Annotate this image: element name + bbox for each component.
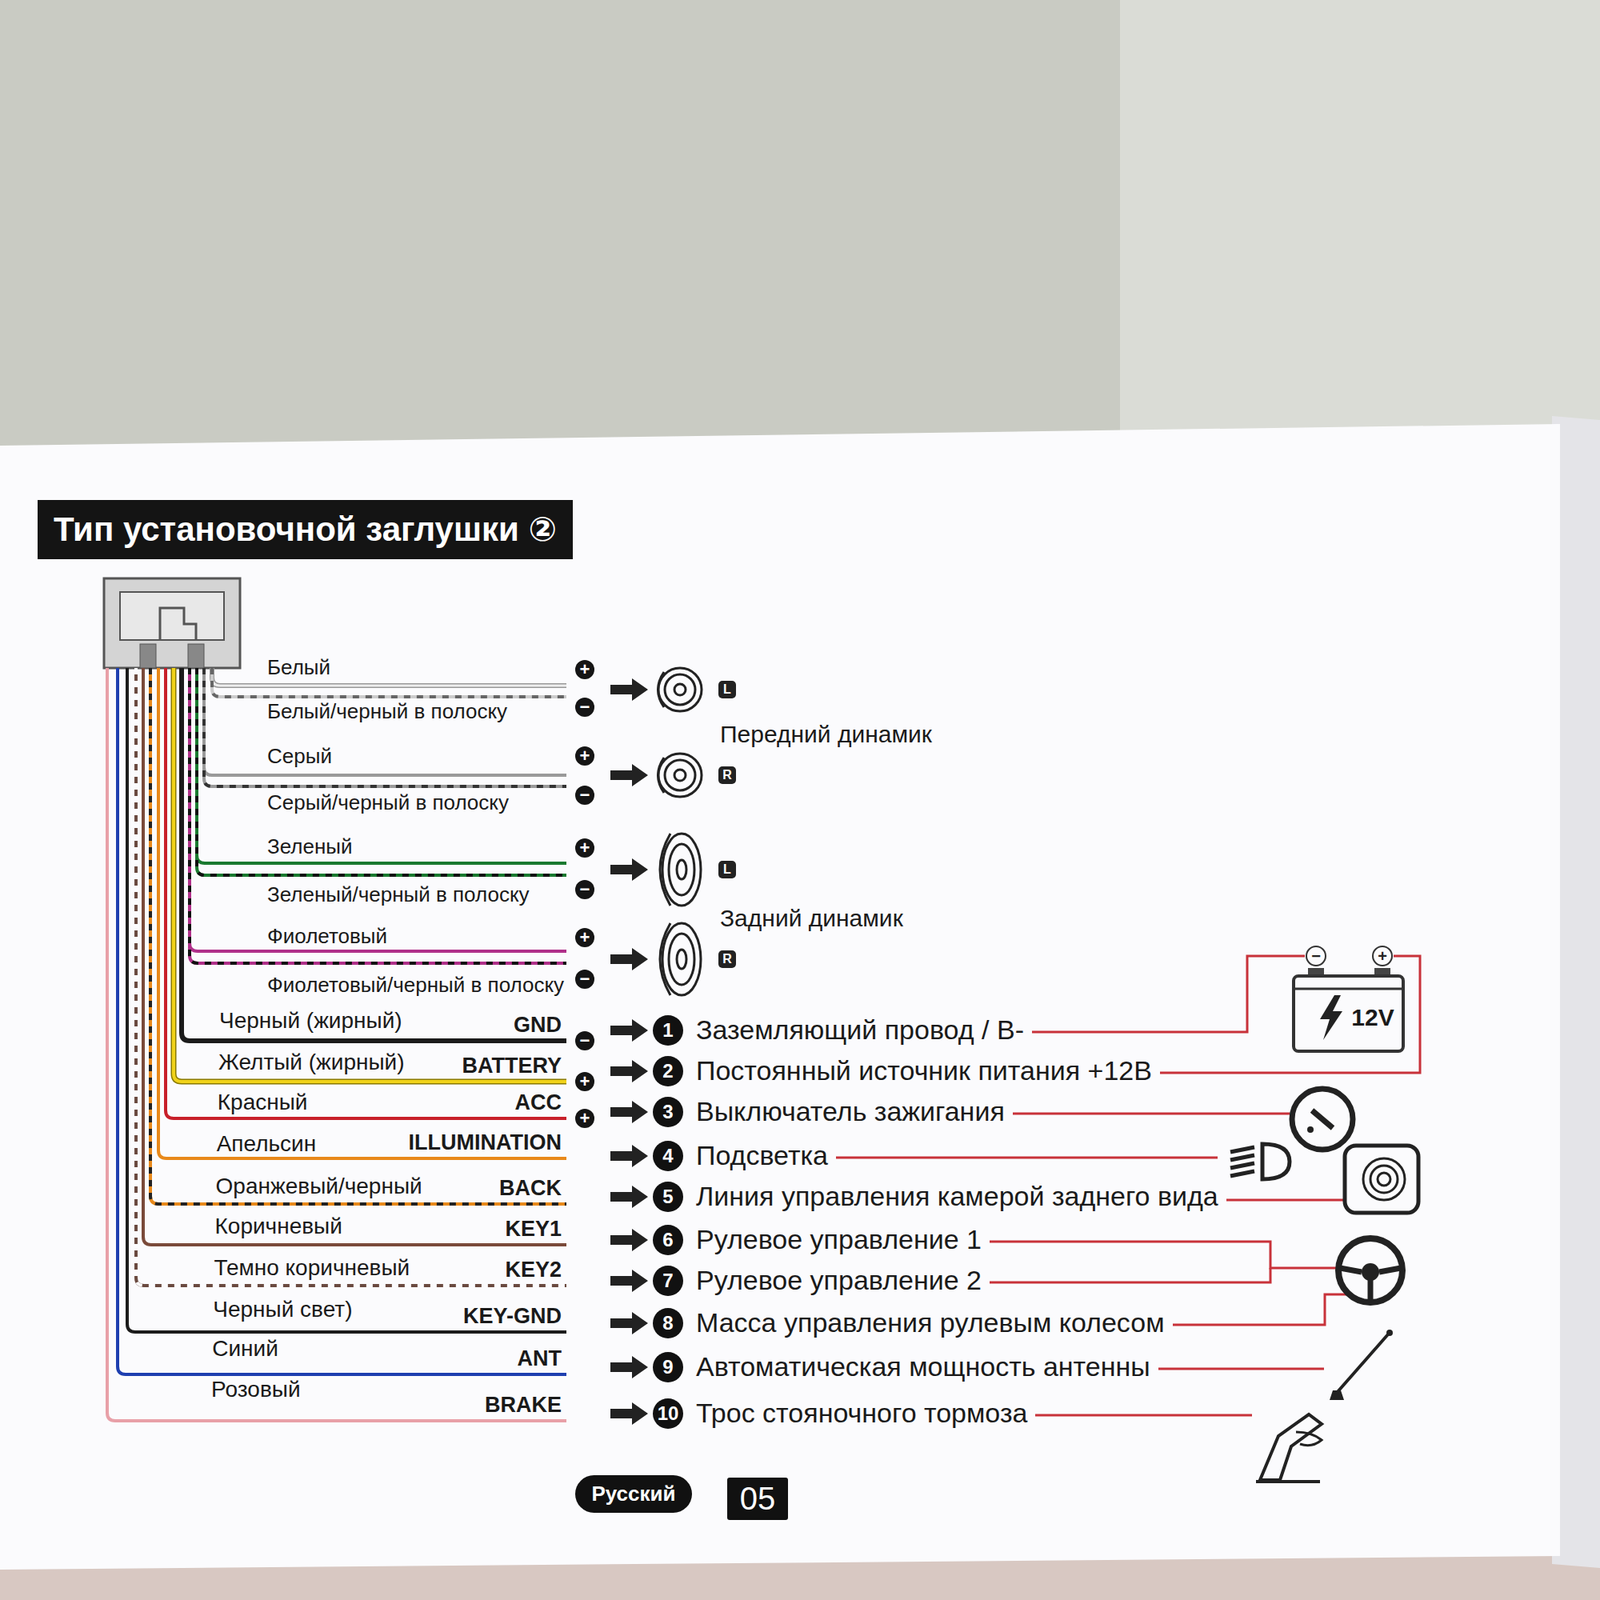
function-label: Заземляющий провод / B- (694, 1014, 1032, 1046)
wire-color-label: Синий (212, 1336, 279, 1362)
channel-badge: R (718, 950, 736, 968)
node-text: 05 (740, 1480, 776, 1517)
function-label: Автоматическая мощность антенны (694, 1351, 1159, 1383)
polarity-sign: + (575, 1108, 595, 1128)
channel-badge: R (718, 766, 736, 784)
wire-color-label: Серый (267, 744, 332, 769)
signal-name: KEY-GND (463, 1304, 562, 1329)
battery-terminal-sign: − (1305, 945, 1327, 967)
polarity-sign: + (575, 838, 595, 858)
function-label: Масса управления рулевым колесом (694, 1307, 1173, 1339)
title-band: Тип установочной заглушки ② (37, 500, 573, 560)
function-label: Линия управления камерой заднего вида (694, 1180, 1227, 1212)
callout-number: 10 (652, 1398, 684, 1429)
wire-color-label: Коричневый (215, 1213, 343, 1240)
polarity-sign: + (575, 746, 595, 766)
signal-name: BATTERY (462, 1053, 563, 1079)
node-text: Русский (591, 1481, 676, 1507)
callout-number: 7 (652, 1265, 684, 1296)
wire-color-label: Черный (жирный) (219, 1008, 403, 1034)
signal-name: ANT (517, 1346, 563, 1372)
signal-name: ILLUMINATION (408, 1130, 562, 1156)
battery-voltage: 12V (1351, 1004, 1394, 1032)
speaker-label: Передний динамик (720, 720, 932, 749)
wire-color-label: Фиолетовый/черный в полоску (267, 973, 564, 998)
wire-color-label: Оранжевый/черный (216, 1173, 423, 1200)
wire-color-label: Серый/черный в полоску (267, 791, 509, 816)
battery-terminal-sign: + (1372, 945, 1393, 967)
polarity-sign: − (575, 785, 595, 805)
callout-number: 8 (652, 1308, 684, 1339)
polarity-sign: + (575, 928, 595, 948)
page-number: 05 (727, 1477, 789, 1520)
signal-name: KEY1 (504, 1216, 562, 1242)
callout-number: 9 (652, 1352, 684, 1383)
function-label: Рулевое управление 2 (694, 1264, 990, 1296)
polarity-sign: − (575, 880, 595, 900)
function-label: Рулевое управление 1 (694, 1224, 990, 1256)
signal-name: KEY2 (504, 1257, 562, 1283)
wire-color-label: Красный (217, 1089, 308, 1116)
speaker-label: Задний динамик (720, 904, 904, 933)
wire-color-label: Зеленый/черный в полоску (267, 883, 530, 908)
signal-name: BRAKE (484, 1392, 562, 1418)
channel-badge: L (718, 860, 736, 879)
wire-color-label: Черный свет) (212, 1296, 352, 1323)
signal-name: ACC (515, 1090, 563, 1116)
callout-number: 5 (652, 1181, 684, 1212)
callout-number: 2 (652, 1056, 684, 1087)
polarity-sign: − (575, 697, 595, 717)
callout-number: 6 (652, 1224, 684, 1256)
polarity-sign: + (575, 1072, 595, 1092)
callout-number: 4 (652, 1140, 684, 1172)
function-label: Подсветка (694, 1140, 836, 1172)
polarity-sign: + (575, 660, 595, 680)
wire-color-label: Желтый (жирный) (218, 1049, 405, 1076)
function-label: Постоянный источник питания +12В (694, 1055, 1160, 1087)
wire-color-label: Фиолетовый (267, 924, 388, 949)
wire-color-label: Темно коричневый (213, 1255, 410, 1281)
callout-number: 1 (652, 1015, 684, 1046)
function-label: Трос стояночного тормоза (694, 1397, 1036, 1429)
polarity-sign: − (575, 1031, 595, 1051)
wire-color-label: Белый (267, 656, 331, 680)
polarity-sign: − (575, 969, 595, 989)
callout-number: 3 (652, 1096, 684, 1128)
wire-color-label: Розовый (211, 1376, 300, 1403)
wire-color-label: Зеленый (267, 835, 353, 860)
language-badge: Русский (575, 1475, 692, 1513)
signal-name: BACK (499, 1176, 562, 1201)
signal-name: GND (513, 1012, 562, 1038)
wire-color-label: Апельсин (216, 1131, 317, 1157)
wire-color-label: Белый/черный в полоску (267, 700, 508, 724)
channel-badge: L (718, 680, 736, 699)
function-label: Выключатель зажигания (694, 1096, 1013, 1128)
